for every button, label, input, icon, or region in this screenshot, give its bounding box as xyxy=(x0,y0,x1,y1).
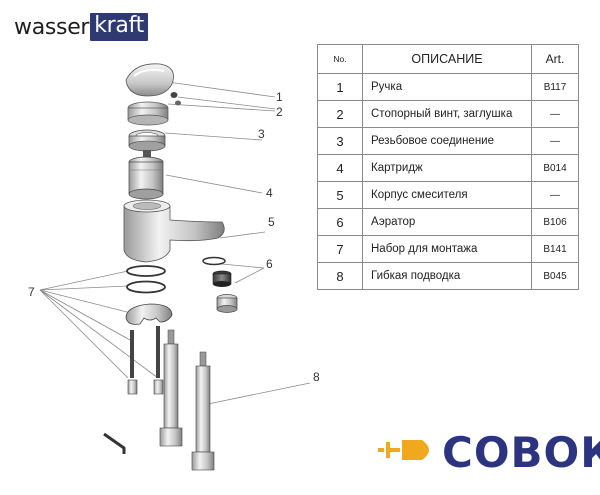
row-no: 6 xyxy=(317,208,363,236)
callout-4: 4 xyxy=(266,186,273,200)
row-art: B117 xyxy=(531,73,579,101)
brand-icon xyxy=(378,440,429,460)
row-no: 1 xyxy=(317,73,363,101)
callout-6: 6 xyxy=(266,257,273,271)
header-no: No. xyxy=(317,44,363,74)
handle-part xyxy=(125,63,174,97)
mounting-set-part xyxy=(103,265,173,454)
brand-mark: СОВОК xyxy=(378,430,600,476)
cap-part xyxy=(127,101,169,126)
logo-part1: wasser xyxy=(14,14,90,40)
row-description: Корпус смесителя xyxy=(362,181,532,209)
row-description: Гибкая подводка xyxy=(362,262,532,290)
row-no: 4 xyxy=(317,154,363,182)
row-no: 8 xyxy=(317,262,363,290)
row-description: Резьбовое соединение xyxy=(362,127,532,155)
row-no: 2 xyxy=(317,100,363,128)
screw-part xyxy=(170,92,181,106)
row-no: 5 xyxy=(317,181,363,209)
row-art: B106 xyxy=(531,208,579,236)
header-description: ОПИСАНИЕ xyxy=(362,44,532,74)
table-header-row: No. ОПИСАНИЕ Art. xyxy=(317,44,579,74)
logo-part2: kraft xyxy=(90,13,148,41)
row-description: Аэратор xyxy=(362,208,532,236)
row-art: B141 xyxy=(531,235,579,263)
callout-7: 7 xyxy=(28,285,35,299)
row-art: B014 xyxy=(531,154,579,182)
leader-lines xyxy=(39,81,311,406)
mixer-body-part xyxy=(123,199,225,263)
callout-1: 1 xyxy=(276,90,283,104)
row-description: Ручка xyxy=(362,73,532,101)
row-no: 7 xyxy=(317,235,363,263)
row-description: Стопорный винт, заглушка xyxy=(362,100,532,128)
callout-3: 3 xyxy=(258,127,265,141)
row-art: — xyxy=(531,181,579,209)
header-art: Art. xyxy=(531,44,579,74)
row-art: — xyxy=(531,100,579,128)
callout-2: 2 xyxy=(276,105,283,119)
brand-text: СОВОК xyxy=(442,428,600,477)
row-art: B045 xyxy=(531,262,579,290)
aerator-part xyxy=(202,256,238,313)
row-art: — xyxy=(531,127,579,155)
threaded-connection-part xyxy=(128,129,166,158)
callout-labels: 1 2 3 4 5 6 7 8 xyxy=(28,90,320,384)
row-description: Набор для монтажа xyxy=(362,235,532,263)
flexible-hoses-part xyxy=(159,329,215,471)
row-description: Картридж xyxy=(362,154,532,182)
row-no: 3 xyxy=(317,127,363,155)
callout-5: 5 xyxy=(268,215,275,229)
callout-8: 8 xyxy=(313,370,320,384)
cartridge-part xyxy=(128,156,164,200)
